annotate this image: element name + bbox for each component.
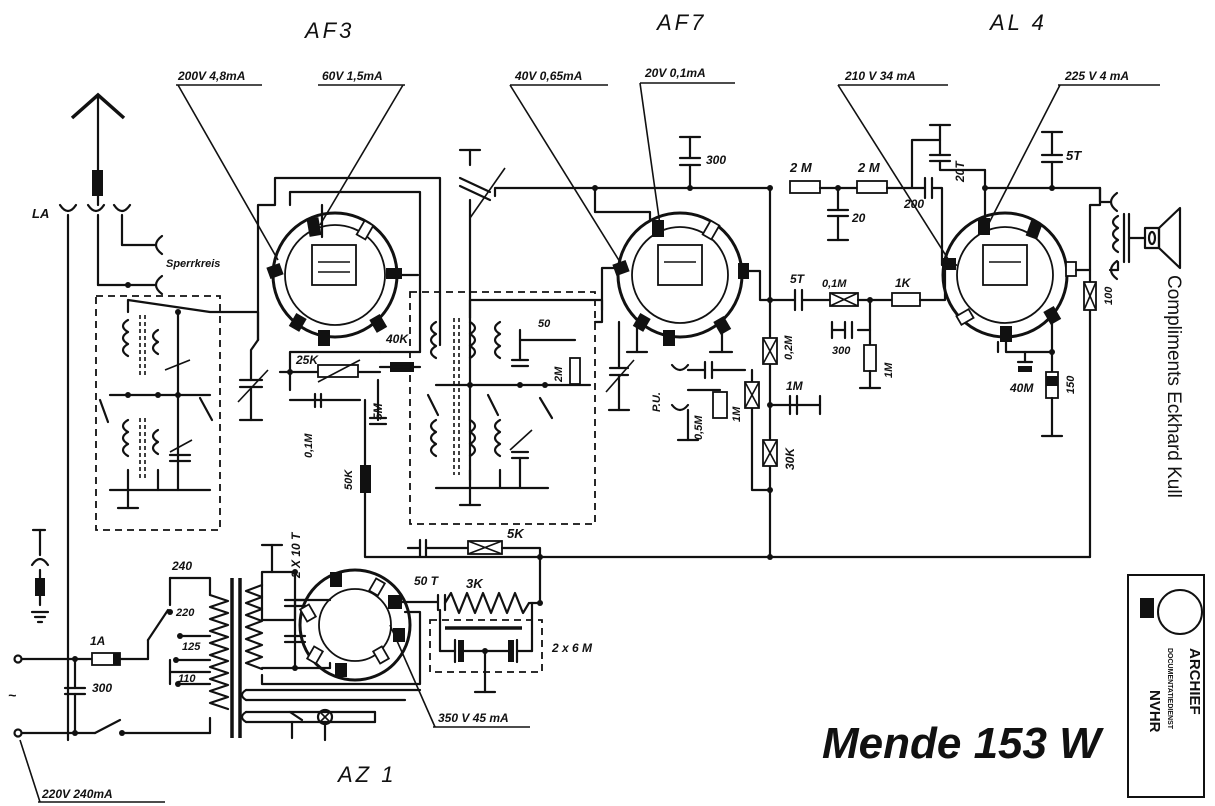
- label-01m-left: 0,1M: [303, 433, 315, 458]
- label-3k: 3K: [466, 576, 484, 591]
- tube-az1: [298, 568, 412, 682]
- earth-icon: [30, 528, 50, 624]
- al4-anode-voltage: 210 V 34 mA: [844, 69, 916, 83]
- label-5k: 5K: [507, 526, 525, 541]
- al4-screen-voltage: 225 V 4 mA: [1064, 69, 1129, 83]
- filter-caps-box: [429, 601, 543, 694]
- label-50t: 50 T: [414, 574, 440, 588]
- tuning-capacitor-left: [237, 338, 269, 422]
- antenna: [58, 92, 164, 742]
- if-transformer-box: 50 2M: [409, 291, 604, 525]
- tube-af7: [612, 211, 749, 346]
- speaker-icon: [1127, 206, 1182, 270]
- sperrkreis-label: Sperrkreis: [166, 258, 220, 270]
- tube-label-af7: AF7: [655, 10, 706, 35]
- voltage-selector: [146, 576, 212, 687]
- label-300-mains: 300: [92, 681, 112, 695]
- mains-input: [13, 638, 212, 738]
- label-2x10t: 2 X 10 T: [289, 531, 303, 579]
- label-25k: 25K: [295, 353, 319, 367]
- pickup-input: [670, 360, 747, 442]
- stamp-line-nvhr: NVHR: [1146, 690, 1163, 733]
- model-title: Mende 153 W: [822, 719, 1104, 768]
- label-2m-if: 2M: [553, 366, 565, 383]
- stamp-line-archief: ARCHIEF: [1186, 648, 1203, 715]
- label-02m: 0,2M: [783, 335, 795, 360]
- stamp-line-dienst: DOCUMENTATIEDIENST: [1166, 648, 1173, 730]
- trimmer-capacitor-top: [458, 148, 597, 482]
- label-20: 20: [851, 211, 866, 225]
- af7-screen-voltage: 20V 0,1mA: [644, 66, 706, 80]
- tube-label-az1: AZ 1: [336, 762, 396, 787]
- label-05m: 0,5M: [693, 415, 705, 440]
- label-150: 150: [1065, 375, 1077, 394]
- label-40m: 40M: [1009, 381, 1034, 395]
- az1-rectifier-voltage: 350 V 45 mA: [438, 711, 509, 725]
- af3-screen-voltage: 60V 1,5mA: [322, 69, 383, 83]
- tap-220: 220: [175, 607, 195, 619]
- label-5m: 5M: [371, 402, 385, 420]
- label-01m-mid: 0,1M: [822, 278, 847, 290]
- tube-al4: [941, 211, 1077, 342]
- af7-anode-voltage: 40V 0,65mA: [514, 69, 582, 83]
- label-50k: 50K: [343, 469, 355, 490]
- label-5t-mid: 5T: [790, 272, 806, 286]
- tube-af3: [266, 211, 402, 346]
- label-5t-top: 5T: [1066, 148, 1082, 163]
- compliments-credit: Compliments Eckhard Kull: [1163, 275, 1184, 498]
- label-40k: 40K: [385, 332, 409, 346]
- af3-anode-voltage: 200V 4,8mA: [177, 69, 245, 83]
- label-300-top: 300: [706, 153, 726, 167]
- label-2x6m: 2 x 6 M: [551, 641, 593, 655]
- label-1m-pu: 1M: [883, 362, 895, 378]
- mains-voltage-label: 220V 240mA: [41, 787, 113, 801]
- label-2m-b: 2 M: [857, 160, 881, 175]
- label-50: 50: [538, 318, 551, 330]
- mains-symbol: ~: [8, 687, 16, 703]
- tube-label-al4: AL 4: [988, 10, 1047, 35]
- label-300-mid: 300: [832, 345, 851, 357]
- label-100: 100: [1103, 286, 1115, 305]
- la-label: LA: [32, 206, 49, 221]
- label-200: 200: [903, 197, 924, 211]
- pu-label: P.U.: [651, 392, 663, 412]
- pilot-lamp-icon: [288, 708, 377, 742]
- tube-label-af3: AF3: [303, 18, 354, 43]
- label-fuse-1a: 1A: [90, 634, 105, 648]
- tap-125: 125: [182, 641, 201, 653]
- archive-stamp: ARCHIEF DOCUMENTATIEDIENST NVHR: [1127, 574, 1205, 798]
- label-1m-cap: 1M: [786, 379, 804, 393]
- label-1m-grid: 1M: [731, 406, 743, 422]
- label-1k: 1K: [895, 276, 912, 290]
- rf-coil-box: [95, 295, 260, 531]
- power-transformer: [168, 570, 422, 738]
- label-30k: 30K: [783, 447, 797, 470]
- tap-240: 240: [171, 559, 192, 573]
- label-2m-a: 2 M: [789, 160, 813, 175]
- tap-110: 110: [178, 673, 196, 685]
- label-20t: 20T: [953, 160, 967, 183]
